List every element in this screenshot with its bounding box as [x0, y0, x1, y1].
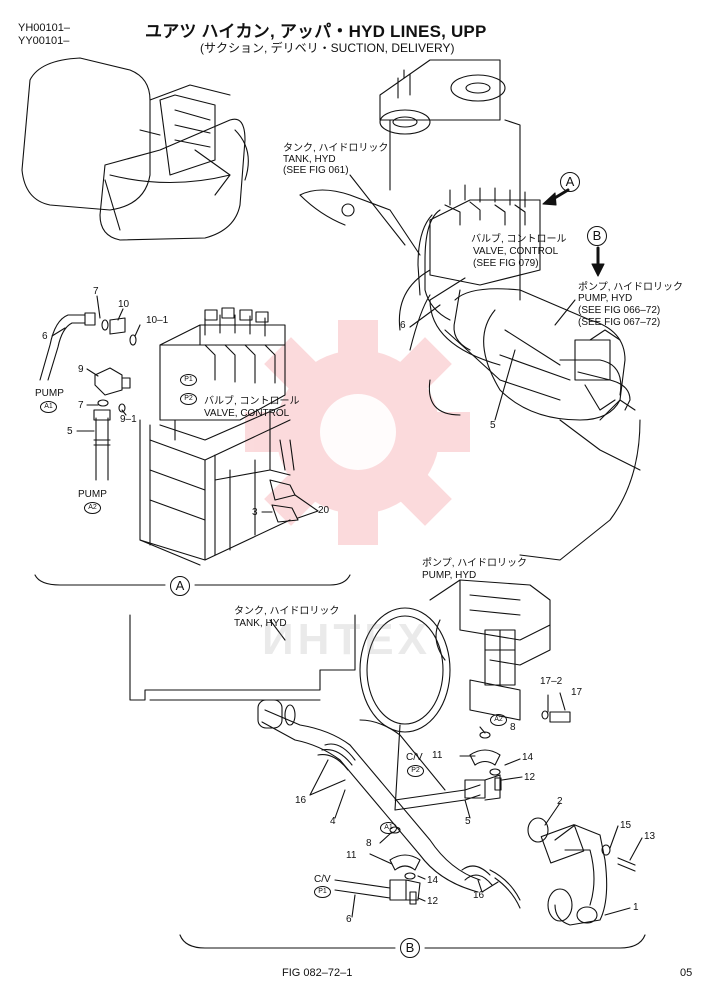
part-num-3: 3 [252, 507, 258, 518]
label-pump-b-en: PUMP, HYD [422, 570, 477, 581]
label-tank-ref: (SEE FIG 061) [283, 165, 349, 176]
view-arrow-b: B [587, 226, 607, 246]
part-num-13: 13 [644, 831, 656, 842]
label-pump-a2: PUMP [78, 489, 107, 500]
part-num-11-bottom: 11 [346, 850, 357, 861]
detail-callout-b: B [400, 938, 420, 958]
label-cv-bottom: C/V [314, 874, 331, 885]
label-pump-ref-2: (SEE FIG 067–72) [578, 317, 661, 328]
part-num-17: 17 [571, 687, 583, 698]
part-num-9-1: 9–1 [120, 414, 137, 425]
part-num-7-b: 7 [78, 400, 84, 411]
part-num-17-2: 17–2 [540, 676, 563, 687]
badge-b-a2: A2 [490, 714, 507, 726]
serial-range-1: YH00101– [18, 22, 70, 34]
part-num-11-top: 11 [432, 750, 443, 761]
watermark-text: ИНТЕХ [262, 615, 431, 664]
part-num-16-bottom: 16 [473, 890, 485, 901]
part-num-5-a: 5 [67, 426, 73, 437]
part-num-8-top: 8 [510, 722, 516, 733]
hydraulic-overview [299, 59, 641, 561]
part-num-4: 4 [330, 816, 336, 827]
page-subtitle: (サクション, デリベリ・SUCTION, DELIVERY) [200, 41, 455, 55]
part-num-5-b: 5 [465, 816, 471, 827]
label-pump-a1: PUMP [35, 388, 64, 399]
part-num-5-overview: 5 [490, 420, 496, 431]
label-tank-en: TANK, HYD [283, 154, 336, 165]
machine-overview [21, 57, 249, 241]
page-title: ユアツ ハイカン, アッパ・HYD LINES, UPP [145, 22, 487, 41]
badge-p1: P1 [180, 374, 197, 386]
label-pump-jp: ポンプ, ハイドロリック [578, 282, 684, 293]
part-num-6-b: 6 [346, 914, 352, 925]
detail-b-drawing [129, 579, 646, 949]
label-valve-ref: (SEE FIG 079) [473, 258, 539, 269]
label-tank-b-jp: タンク, ハイドロリック [234, 606, 340, 617]
page-number: 05 [680, 967, 693, 979]
part-num-6-overview: 6 [400, 320, 406, 331]
detail-a-drawing [34, 295, 351, 586]
view-arrow-a: A [560, 172, 580, 192]
label-pump-en: PUMP, HYD [578, 293, 633, 304]
part-num-16-top: 16 [295, 795, 307, 806]
label-cv-top: C/V [406, 752, 423, 763]
part-num-15: 15 [620, 820, 632, 831]
label-pump-b-jp: ポンプ, ハイドロリック [422, 558, 528, 569]
badge-b-a1: A1 [380, 822, 397, 834]
part-num-12-bottom: 12 [427, 896, 439, 907]
label-valve-a-en: VALVE, CONTROL [204, 408, 290, 419]
badge-a2: A2 [84, 502, 101, 514]
serial-range-2: YY00101– [18, 35, 70, 47]
part-num-7-a: 7 [93, 286, 99, 297]
part-num-8-bottom: 8 [366, 838, 372, 849]
label-valve-a-jp: バルブ, コントロール [204, 396, 300, 407]
figure-number: FIG 082–72–1 [282, 967, 353, 979]
label-pump-ref-1: (SEE FIG 066–72) [578, 305, 661, 316]
badge-a1: A1 [40, 401, 57, 413]
part-num-14-bottom: 14 [427, 875, 439, 886]
label-valve-jp: バルブ, コントロール [471, 234, 567, 245]
part-num-10: 10 [118, 299, 130, 310]
part-num-1: 1 [633, 902, 639, 913]
watermark-gear-icon [245, 320, 470, 545]
detail-callout-a: A [170, 576, 190, 596]
part-num-10-1: 10–1 [146, 315, 169, 326]
part-num-14-top: 14 [522, 752, 534, 763]
part-num-6-a: 6 [42, 331, 48, 342]
label-tank-jp: タンク, ハイドロリック [283, 143, 389, 154]
badge-b-p1: P1 [314, 886, 331, 898]
badge-b-p2: P2 [407, 765, 424, 777]
badge-p2: P2 [180, 393, 197, 405]
part-num-20: 20 [318, 505, 330, 516]
part-num-12-top: 12 [524, 772, 536, 783]
part-num-9: 9 [78, 364, 84, 375]
label-valve-en: VALVE, CONTROL [473, 246, 559, 257]
part-num-2: 2 [557, 796, 563, 807]
label-tank-b-en: TANK, HYD [234, 618, 287, 629]
